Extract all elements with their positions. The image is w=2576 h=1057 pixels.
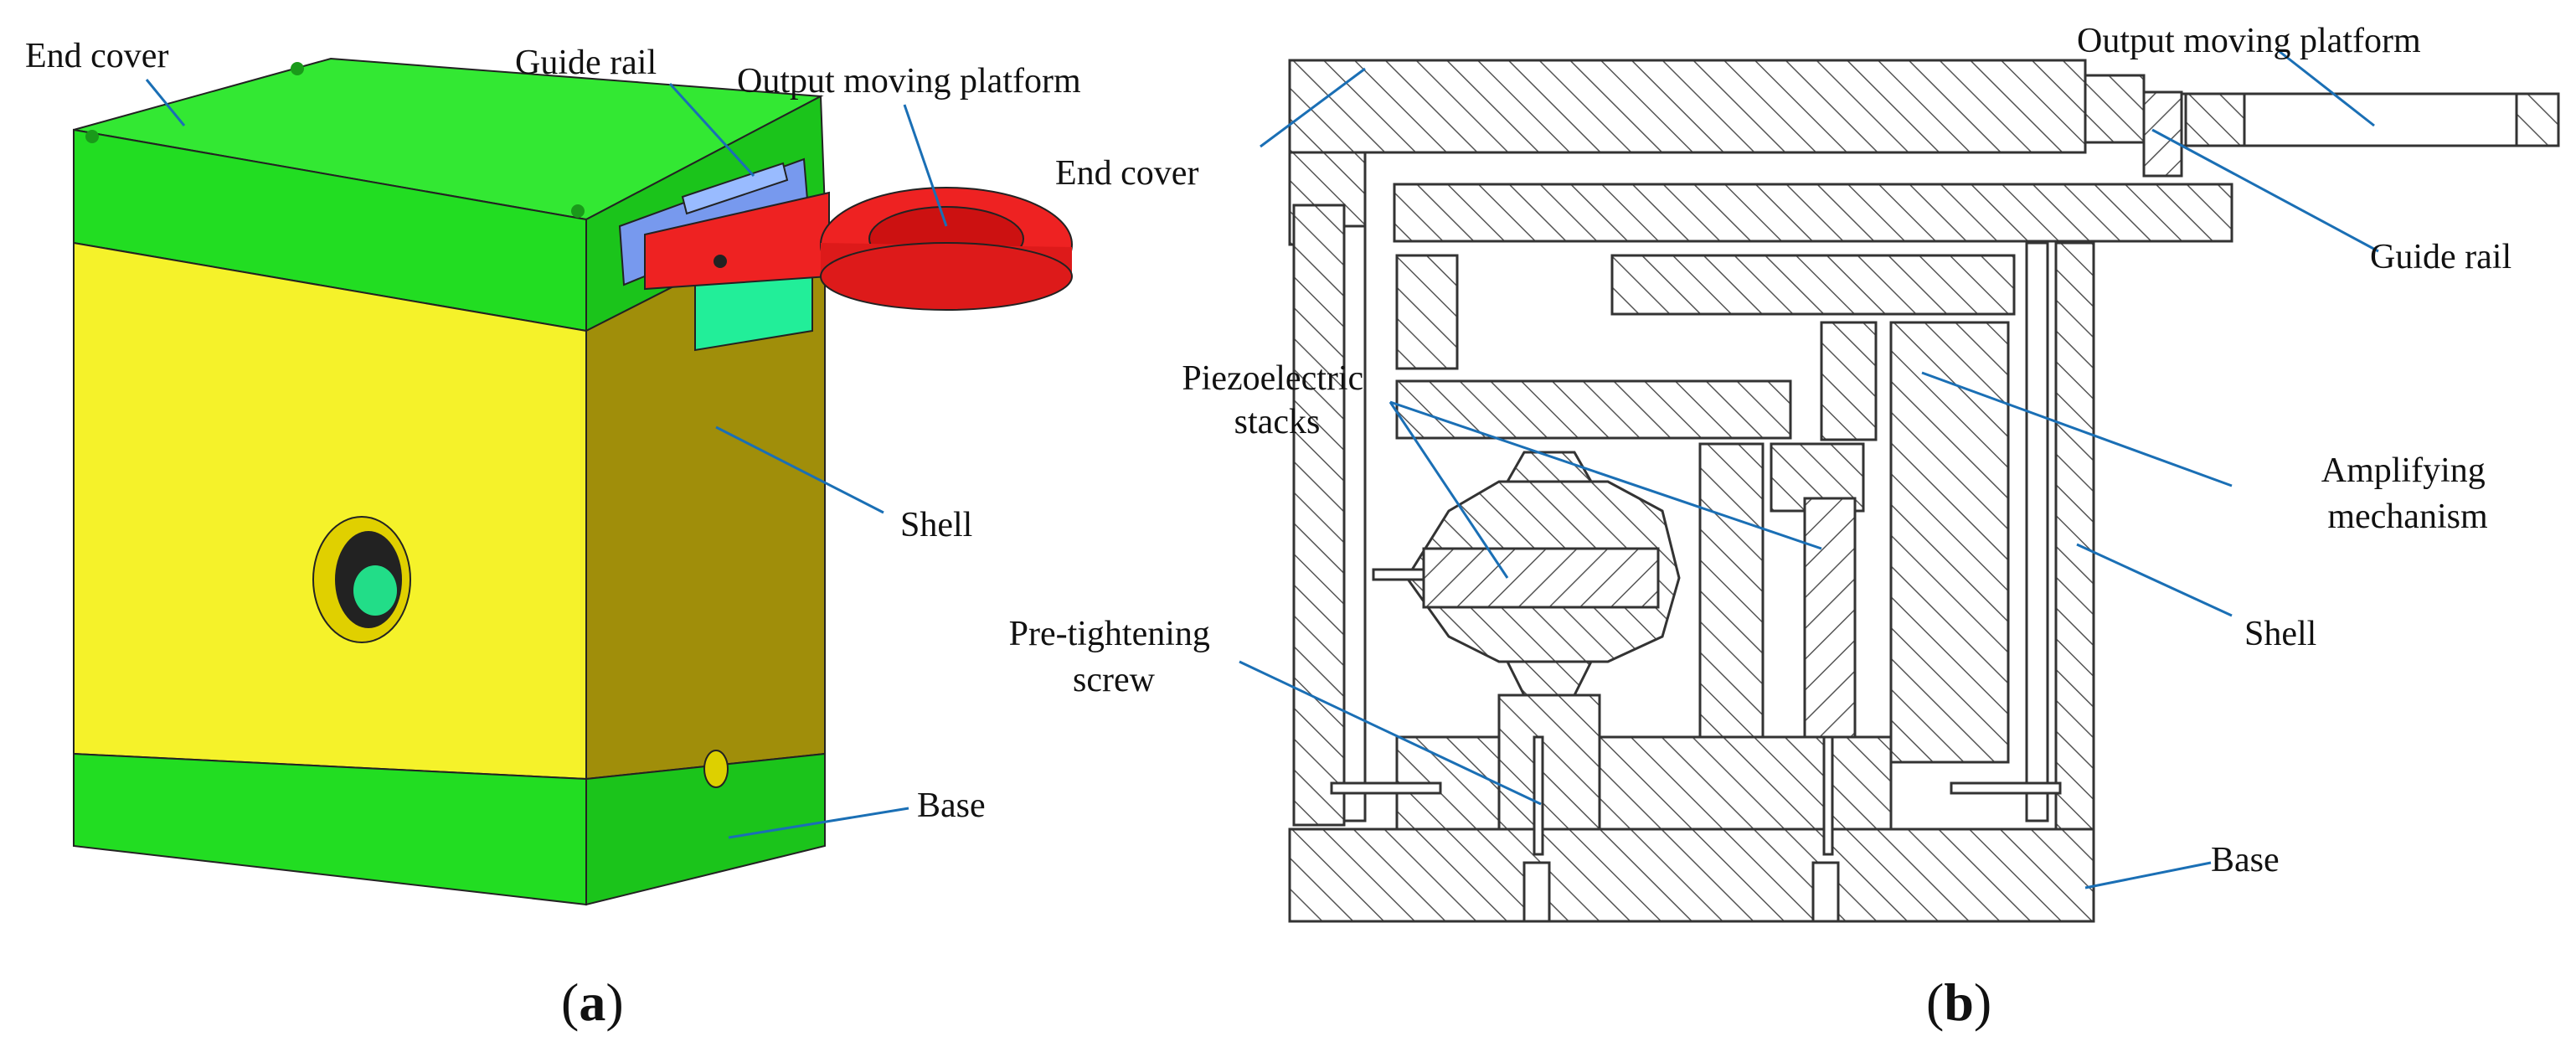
base-section [1288,828,2095,923]
amp-big-right [1889,321,2010,764]
output-platform-ring-bottom [820,242,1073,311]
piezo-stack-vertical [1803,497,1857,751]
panel-b-labels: Output moving platform End cover Guide r… [1009,22,2512,879]
lower-left-block [1497,693,1601,831]
caption-b-letter: b [1944,972,1974,1032]
shell-left-wall [1292,204,1346,827]
label-base-b: Base [2211,841,2280,879]
amp-col-a [1820,321,1878,441]
shell-right-inner [2025,241,2049,822]
base-slot-1 [1522,861,1551,923]
caption-a-letter: a [579,972,605,1032]
guide-rail [681,162,789,215]
amp-mid-bar [1395,379,1792,440]
label-piezo-line2: stacks [1234,403,1321,441]
front-hole-inner-teal [353,565,397,616]
top-inner-bar [1393,183,2233,243]
shell-left-inner [1342,224,1367,822]
label-output-platform-b: Output moving platform [2077,22,2421,60]
device-3d-model [73,57,1073,906]
end-cover-section [1288,59,2087,154]
amp-center-col [1698,442,1765,764]
panel-a: End cover Guide rail Output moving platf… [25,37,1081,1032]
shell-front [73,241,587,781]
leader-lines-a [145,79,948,839]
caption-b-open: ( [1926,972,1944,1032]
caption-b: (b) [1926,972,1991,1032]
label-piezo-line1: Piezoelectric [1182,359,1363,398]
output-platform-b-end [2515,92,2560,147]
label-end-cover-a: End cover [25,37,168,75]
piezo-stack-horizontal [1422,547,1660,609]
label-guide-rail-a: Guide rail [515,44,657,82]
caption-a-open: ( [561,972,579,1032]
leader-lines-b [1239,49,2379,889]
piezo-bottom-nub [1505,660,1594,697]
label-output-platform-a: Output moving platform [737,62,1081,101]
shell-right-wall [2054,241,2095,831]
label-guide-rail-b: Guide rail [2370,238,2512,276]
base-hole [703,750,729,788]
pretightening-screw-right [1822,735,1834,856]
platform-hole-icon [714,255,727,268]
label-amplifying-line2: mechanism [2327,498,2488,536]
label-shell-a: Shell [900,506,972,544]
panel-b [1288,59,2560,923]
screw-hole-icon [571,204,585,218]
pretightening-screw-left [1533,735,1544,856]
screw-hole-icon [291,62,304,75]
base-slot-2 [1811,861,1840,923]
amp-left-column [1395,254,1459,370]
amp-upper-right-bar [1610,254,2016,316]
label-pretightening: Pre-tightening screw [1009,615,1219,699]
bottom-right-screw [1950,781,2062,795]
label-shell-b: Shell [2244,615,2316,653]
bottom-left-screw [1330,781,1442,795]
caption-b-close: ) [1974,972,1991,1032]
guide-rail-b [2084,74,2146,144]
base-front [73,752,587,906]
label-piezo: Piezoelectric stacks [1182,359,1372,441]
label-base-a: Base [917,786,986,825]
screw-hole-icon [85,130,99,143]
label-end-cover-b: End cover [1055,154,1198,193]
guide-rail-b-inner [2142,90,2183,178]
label-amplifying: Amplifying mechanism [2321,451,2495,536]
label-pretightening-line2: screw [1073,661,1156,699]
piezo-top-nub [1505,451,1594,483]
label-pretightening-line1: Pre-tightening [1009,615,1210,653]
output-platform-b-block [2184,92,2246,147]
label-amplifying-line1: Amplifying [2321,451,2486,490]
caption-a: (a) [561,972,624,1032]
base-side [585,752,826,906]
caption-a-close: ) [605,972,623,1032]
side-screw [1372,568,1425,581]
